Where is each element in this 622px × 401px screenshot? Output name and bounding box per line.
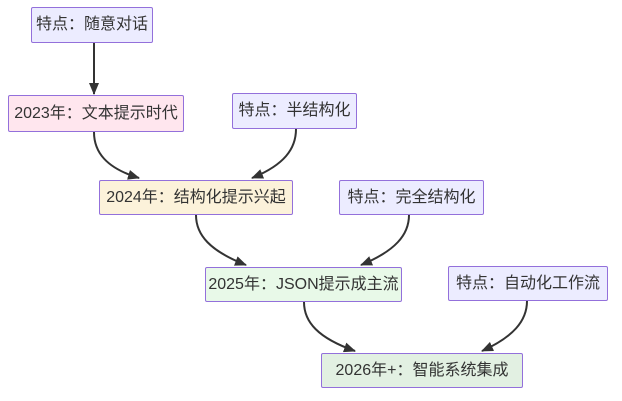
node-feature-fully-structured: 特点：完全结构化 <box>339 180 484 215</box>
node-feature-casual-chat: 特点：随意对话 <box>31 7 153 43</box>
edge-feature-automated-workflow-to-era-2026 <box>481 300 528 352</box>
node-label: 特点：半结构化 <box>238 102 351 119</box>
node-feature-semi-structured: 特点：半结构化 <box>232 93 357 129</box>
node-era-2025: 2025年：JSON提示成主流 <box>205 267 402 302</box>
edge-feature-semi-structured-to-era-2024 <box>251 128 297 179</box>
node-label: 特点：自动化工作流 <box>455 274 600 292</box>
node-label: 特点：随意对话 <box>35 16 148 33</box>
node-label: 2025年：JSON提示成主流 <box>208 275 399 293</box>
node-era-2024: 2024年：结构化提示兴起 <box>99 180 293 215</box>
node-label: 2024年：结构化提示兴起 <box>106 188 286 206</box>
node-era-2026: 2026年+：智能系统集成 <box>321 353 523 388</box>
node-feature-automated-workflow: 特点：自动化工作流 <box>448 266 608 301</box>
edge-feature-fully-structured-to-era-2025 <box>360 214 410 266</box>
node-label: 2023年：文本提示时代 <box>14 104 178 122</box>
edge-era-2024-to-era-2025 <box>195 214 247 266</box>
node-era-2023: 2023年：文本提示时代 <box>8 95 184 132</box>
node-label: 特点：完全结构化 <box>347 188 476 206</box>
edge-era-2023-to-era-2024 <box>93 131 140 180</box>
node-label: 2026年+：智能系统集成 <box>335 361 509 379</box>
edge-era-2025-to-era-2026 <box>303 301 356 353</box>
